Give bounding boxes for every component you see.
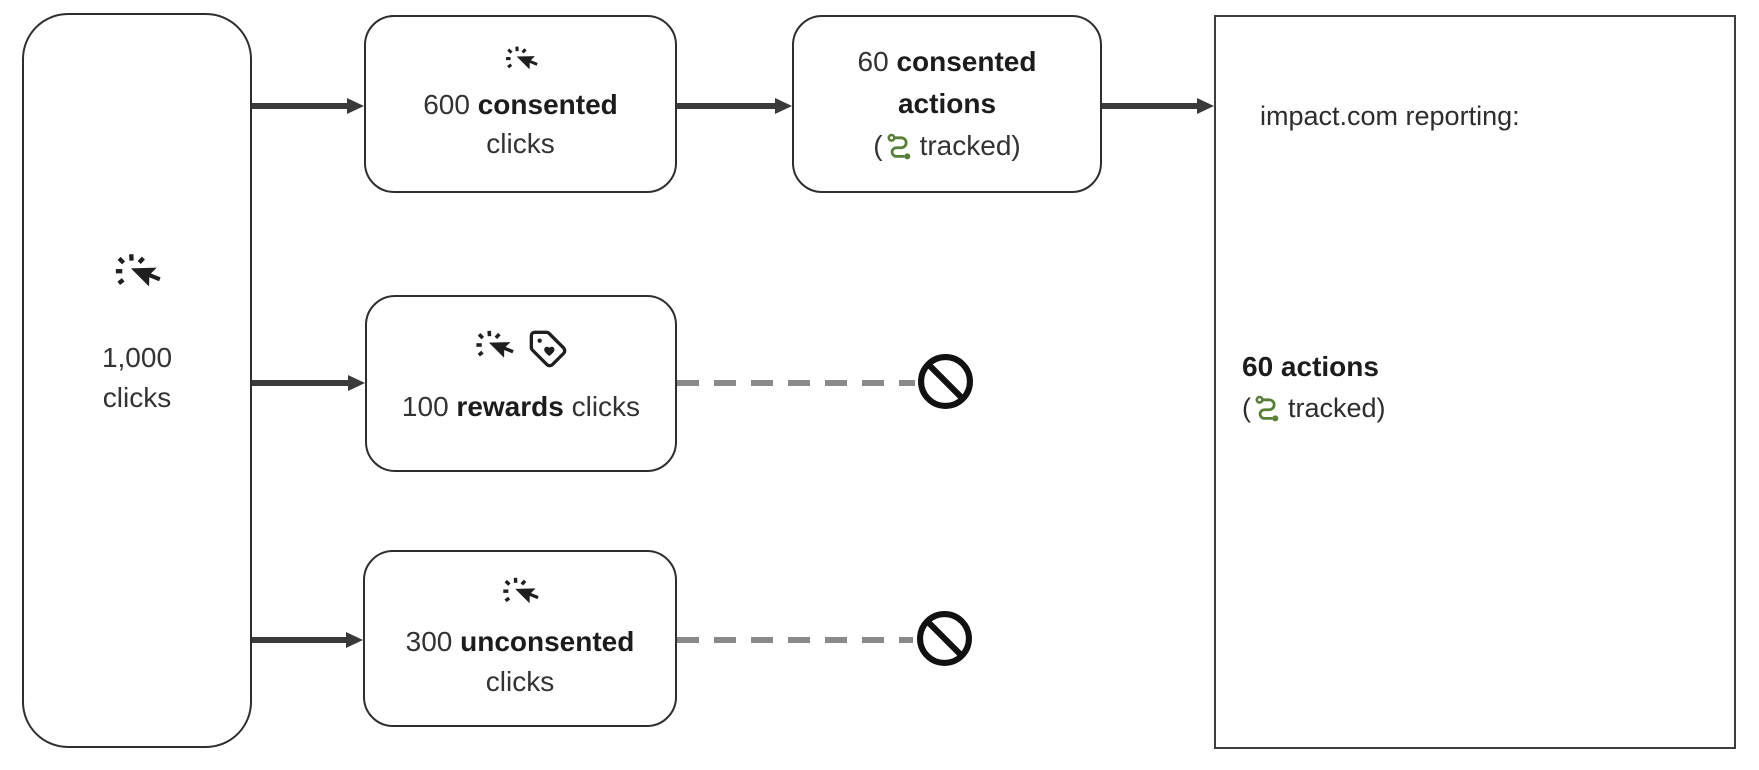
reporting-panel: impact.com reporting: 60 actions ( tracke… [1214,15,1736,749]
rewards-clicks-emphasis: rewards [456,390,564,422]
rewards-clicks-label: clicks [563,390,641,422]
dashed-line-unconsented-blocked [677,637,913,643]
node-rewards-clicks: 100 rewards clicks [365,295,677,472]
unconsented-clicks-text: 300 unconsented clicks [406,622,635,700]
cursor-click-icon [113,252,161,300]
route-tracked-icon [1255,396,1280,424]
tracked-note: ( tracked) [873,125,1020,167]
prohibited-icon [917,353,974,410]
unconsented-clicks-count: 300 [405,626,461,658]
reporting-title: impact.com reporting: [1260,101,1520,131]
node-consented-actions: 60 consented actions ( tracked) [792,15,1102,193]
consented-actions-emphasis2: actions [897,88,997,119]
node-unconsented-clicks: 300 unconsented clicks [363,550,677,727]
tracked-label: tracked) [1288,393,1386,424]
arrow-actions-to-reporting [1102,97,1214,114]
cursor-click-icon [504,44,538,73]
cursor-click-icon [474,328,514,362]
prohibited-icon [916,610,973,667]
cursor-click-icon [501,576,539,608]
arrow-total-to-unconsented [252,631,363,648]
rewards-clicks-count: 100 [401,390,457,422]
rewards-clicks-text: 100 rewards clicks [402,387,640,426]
consented-actions-count: 60 [857,46,897,77]
reporting-result: 60 actions ( tracked) [1242,345,1386,430]
paren-open: ( [1242,393,1251,424]
arrow-consented-to-actions [677,97,792,114]
reporting-tracked-note: ( tracked) [1242,388,1386,430]
node-consented-clicks: 600 consented clicks [364,15,677,193]
consented-clicks-emphasis: consented [477,88,618,120]
unconsented-clicks-label: clicks [485,665,555,697]
route-tracked-icon [886,133,912,161]
consented-clicks-text: 600 consented clicks [423,85,618,163]
reporting-actions-count: 60 actions [1242,351,1379,382]
unconsented-clicks-emphasis: unconsented [460,626,635,658]
consented-actions-emphasis: consented [896,46,1037,77]
total-clicks-label: clicks [102,381,172,413]
total-clicks-text: 1,000 clicks [102,338,172,416]
arrow-total-to-rewards [252,374,365,391]
consented-clicks-label: clicks [486,128,555,159]
dashed-line-rewards-blocked [677,380,915,386]
paren-open: ( [873,130,883,161]
node-total-clicks: 1,000 clicks [22,13,252,748]
consented-clicks-count: 600 [423,88,478,120]
tracked-label: tracked) [919,130,1021,161]
arrow-total-to-consented [252,97,364,114]
total-clicks-count: 1,000 [101,342,173,374]
tag-heart-icon [529,330,567,368]
